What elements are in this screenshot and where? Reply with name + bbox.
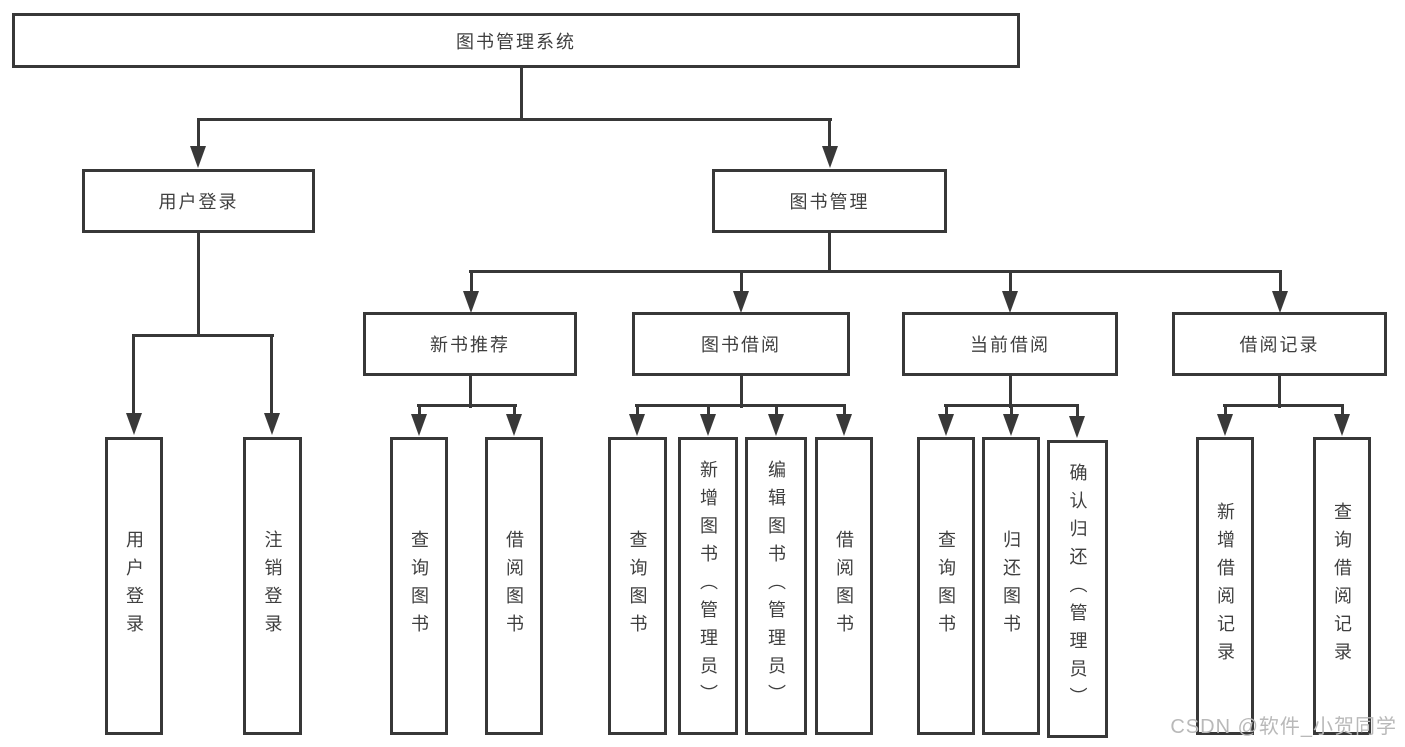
arrowhead-borrow-add-icon — [700, 414, 716, 436]
node-root-label: 图书管理系统 — [456, 31, 576, 52]
node-current-borrow-label: 当前借阅 — [970, 335, 1050, 355]
leaf-current-return: 归还图书 — [982, 437, 1040, 735]
connector-to-borrow-query — [636, 404, 639, 416]
leaf-borrow-query-label: 查询图书 — [627, 530, 648, 642]
leaf-current-query-label: 查询图书 — [936, 530, 956, 642]
connector-records-drop — [1278, 375, 1281, 408]
connector-newbook-drop — [469, 375, 472, 408]
leaf-current-confirm-admin-label: 确认归还（管理员） — [1067, 463, 1088, 715]
node-book-borrow-label: 图书借阅 — [701, 335, 781, 355]
arrowhead-newbook-query-icon — [411, 414, 427, 436]
arrowhead-book-management-icon — [822, 146, 838, 168]
connector-to-current-confirm — [1076, 404, 1079, 416]
node-user-login-label: 用户登录 — [158, 192, 239, 212]
leaf-record-add-label: 新增借阅记录 — [1215, 502, 1235, 670]
node-new-book-recommend: 新书推荐 — [363, 312, 577, 376]
leaf-borrow-add-admin-label: 新增图书（管理员） — [698, 460, 718, 712]
connector-root-split — [197, 118, 832, 121]
arrowhead-current-query-icon — [938, 414, 954, 436]
leaf-borrow-edit-admin-label: 编辑图书（管理员） — [766, 460, 786, 712]
leaf-record-query: 查询借阅记录 — [1313, 437, 1371, 735]
connector-to-borrow-add — [707, 404, 710, 416]
leaf-borrow-borrow-label: 借阅图书 — [834, 530, 854, 642]
arrowhead-leaf-logout-icon — [264, 413, 280, 435]
leaf-current-confirm-admin: 确认归还（管理员） — [1047, 440, 1108, 738]
leaf-newbook-query-label: 查询图书 — [409, 530, 429, 642]
node-borrow-records: 借阅记录 — [1172, 312, 1387, 376]
node-borrow-records-label: 借阅记录 — [1239, 335, 1320, 355]
leaf-borrow-add-admin: 新增图书（管理员） — [678, 437, 738, 735]
arrowhead-current-return-icon — [1003, 414, 1019, 436]
arrowhead-record-add-icon — [1217, 414, 1233, 436]
leaf-record-add: 新增借阅记录 — [1196, 437, 1254, 735]
connector-to-record-add — [1224, 404, 1227, 416]
leaf-newbook-query: 查询图书 — [390, 437, 448, 735]
connector-to-record-query — [1341, 404, 1344, 416]
leaf-borrow-edit-admin: 编辑图书（管理员） — [745, 437, 807, 735]
connector-to-new-book — [470, 270, 473, 293]
connector-to-newbook-query — [418, 404, 421, 416]
connector-to-leaf-login — [132, 334, 135, 415]
node-book-management-label: 图书管理 — [789, 192, 870, 212]
arrowhead-new-book-icon — [463, 291, 479, 313]
connector-current-drop — [1009, 375, 1012, 408]
connector-to-book-management — [828, 118, 831, 148]
arrowhead-current-confirm-icon — [1069, 416, 1085, 438]
connector-newbook-split — [417, 404, 517, 407]
arrowhead-borrow-records-icon — [1272, 291, 1288, 313]
connector-to-borrow-borrow — [843, 404, 846, 416]
leaf-logout-label: 注销登录 — [262, 530, 283, 642]
csdn-watermark: CSDN @软件_小贺同学 — [1170, 716, 1397, 738]
node-current-borrow: 当前借阅 — [902, 312, 1118, 376]
connector-to-leaf-logout — [270, 334, 273, 415]
connector-to-borrow-edit — [775, 404, 778, 416]
leaf-record-query-label: 查询借阅记录 — [1332, 502, 1352, 670]
connector-borrow-split — [635, 404, 846, 407]
node-root: 图书管理系统 — [12, 13, 1020, 68]
arrowhead-newbook-borrow-icon — [506, 414, 522, 436]
leaf-current-return-label: 归还图书 — [1001, 530, 1021, 642]
node-new-book-recommend-label: 新书推荐 — [430, 335, 510, 355]
node-user-login: 用户登录 — [82, 169, 315, 233]
connector-mgmt-split — [469, 270, 1282, 273]
leaf-newbook-borrow: 借阅图书 — [485, 437, 543, 735]
arrowhead-borrow-borrow-icon — [836, 414, 852, 436]
connector-to-user-login — [197, 118, 200, 148]
arrowhead-record-query-icon — [1334, 414, 1350, 436]
leaf-logout: 注销登录 — [243, 437, 302, 735]
connector-to-current-query — [945, 404, 948, 416]
connector-to-borrow-records — [1279, 270, 1282, 293]
connector-to-book-borrow — [740, 270, 743, 293]
arrowhead-current-borrow-icon — [1002, 291, 1018, 313]
leaf-borrow-query: 查询图书 — [608, 437, 667, 735]
connector-borrow-drop — [740, 375, 743, 408]
arrowhead-borrow-edit-icon — [768, 414, 784, 436]
connector-user-split — [132, 334, 274, 337]
connector-mgmt-drop — [828, 232, 831, 273]
leaf-user-login-label: 用户登录 — [124, 530, 144, 642]
leaf-newbook-borrow-label: 借阅图书 — [504, 530, 524, 642]
arrowhead-book-borrow-icon — [733, 291, 749, 313]
connector-to-newbook-borrow — [513, 404, 516, 416]
connector-records-split — [1223, 404, 1344, 407]
arrowhead-borrow-query-icon — [629, 414, 645, 436]
connector-user-drop — [197, 232, 200, 337]
node-book-management: 图书管理 — [712, 169, 947, 233]
node-book-borrow: 图书借阅 — [632, 312, 850, 376]
connector-to-current-borrow — [1009, 270, 1012, 293]
arrowhead-user-login-icon — [190, 146, 206, 168]
connector-to-current-return — [1010, 404, 1013, 416]
leaf-borrow-borrow: 借阅图书 — [815, 437, 873, 735]
arrowhead-leaf-login-icon — [126, 413, 142, 435]
leaf-user-login: 用户登录 — [105, 437, 163, 735]
leaf-current-query: 查询图书 — [917, 437, 975, 735]
connector-root-drop — [520, 68, 523, 121]
